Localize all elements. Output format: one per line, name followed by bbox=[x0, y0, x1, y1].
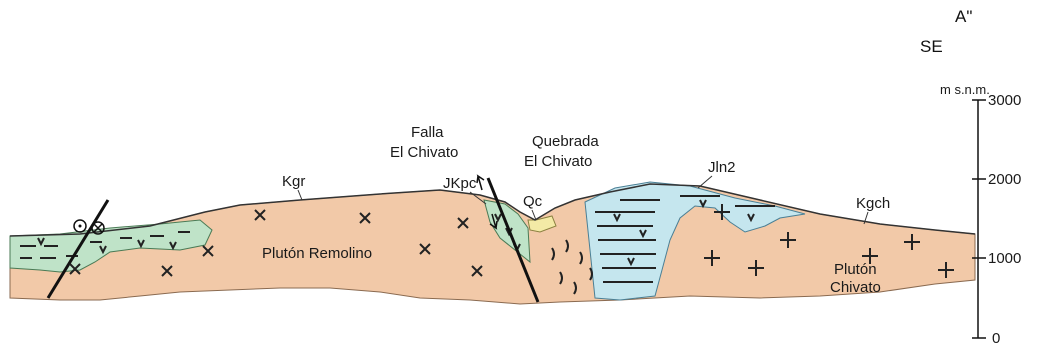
fault-movement-arrow bbox=[477, 176, 484, 190]
label-kgr: Kgr bbox=[282, 173, 305, 190]
out-of-page-symbol bbox=[74, 220, 86, 232]
label-pluton-chivato-1: Plutón bbox=[834, 261, 877, 278]
section-end-direction: SE bbox=[920, 37, 943, 56]
label-pluton-remolino: Plutón Remolino bbox=[262, 245, 372, 262]
scale-unit: m s.n.m. bbox=[940, 82, 990, 97]
creek-label-line1: Quebrada bbox=[532, 133, 599, 150]
label-qc: Qc bbox=[523, 193, 543, 210]
label-pluton-chivato-2: Chivato bbox=[830, 279, 881, 296]
elevation-scale bbox=[972, 100, 986, 338]
label-kgch: Kgch bbox=[856, 195, 890, 212]
scale-tick-3000: 3000 bbox=[988, 92, 1021, 109]
scale-tick-2000: 2000 bbox=[988, 171, 1021, 188]
fault-label-line1: Falla bbox=[411, 124, 444, 141]
creek-label-line2: El Chivato bbox=[524, 153, 592, 170]
scale-tick-0: 0 bbox=[992, 330, 1000, 347]
label-jln2: Jln2 bbox=[708, 159, 736, 176]
scale-tick-1000: 1000 bbox=[988, 250, 1021, 267]
section-end-letter: A" bbox=[955, 7, 972, 26]
fault-label-line2: El Chivato bbox=[390, 144, 458, 161]
label-jkpc: JKpc bbox=[443, 175, 477, 192]
